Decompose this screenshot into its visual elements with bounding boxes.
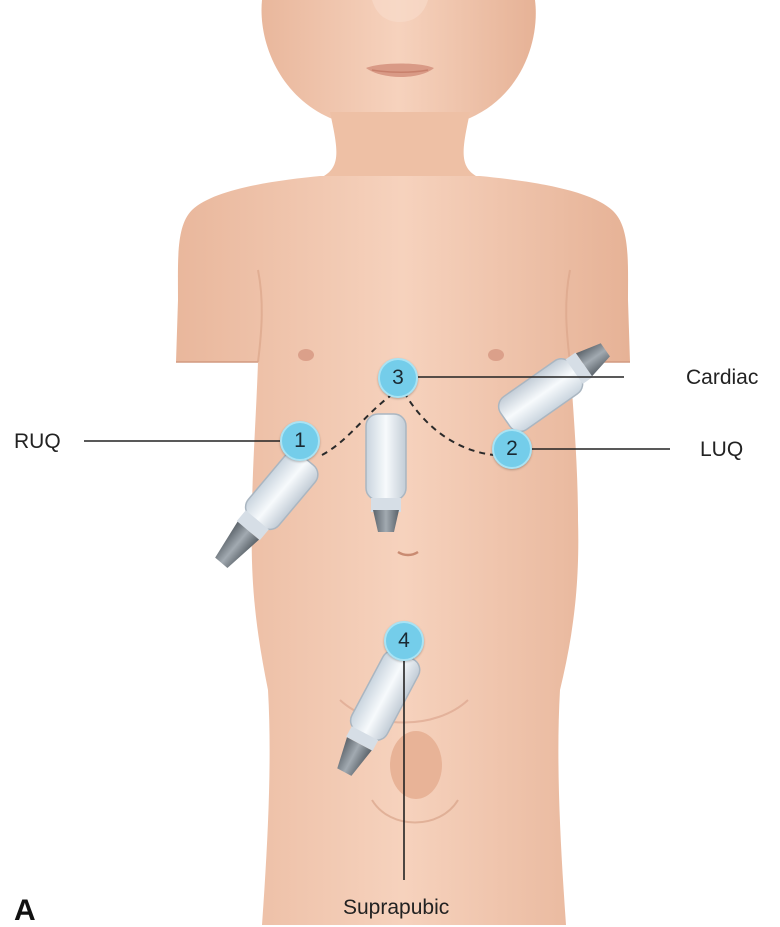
site-marker-3: 3 bbox=[378, 358, 418, 398]
site-marker-4: 4 bbox=[384, 621, 424, 661]
label-cardiac: Cardiac bbox=[686, 367, 758, 388]
genitalia bbox=[390, 731, 442, 799]
left-nipple bbox=[488, 349, 504, 361]
right-nipple bbox=[298, 349, 314, 361]
label-suprapubic: Suprapubic bbox=[343, 897, 449, 918]
site-marker-2: 2 bbox=[492, 429, 532, 469]
label-luq: LUQ bbox=[700, 439, 743, 460]
label-ruq: RUQ bbox=[14, 431, 61, 452]
head bbox=[262, 0, 536, 127]
site-marker-1: 1 bbox=[280, 421, 320, 461]
panel-letter: A bbox=[14, 896, 36, 926]
